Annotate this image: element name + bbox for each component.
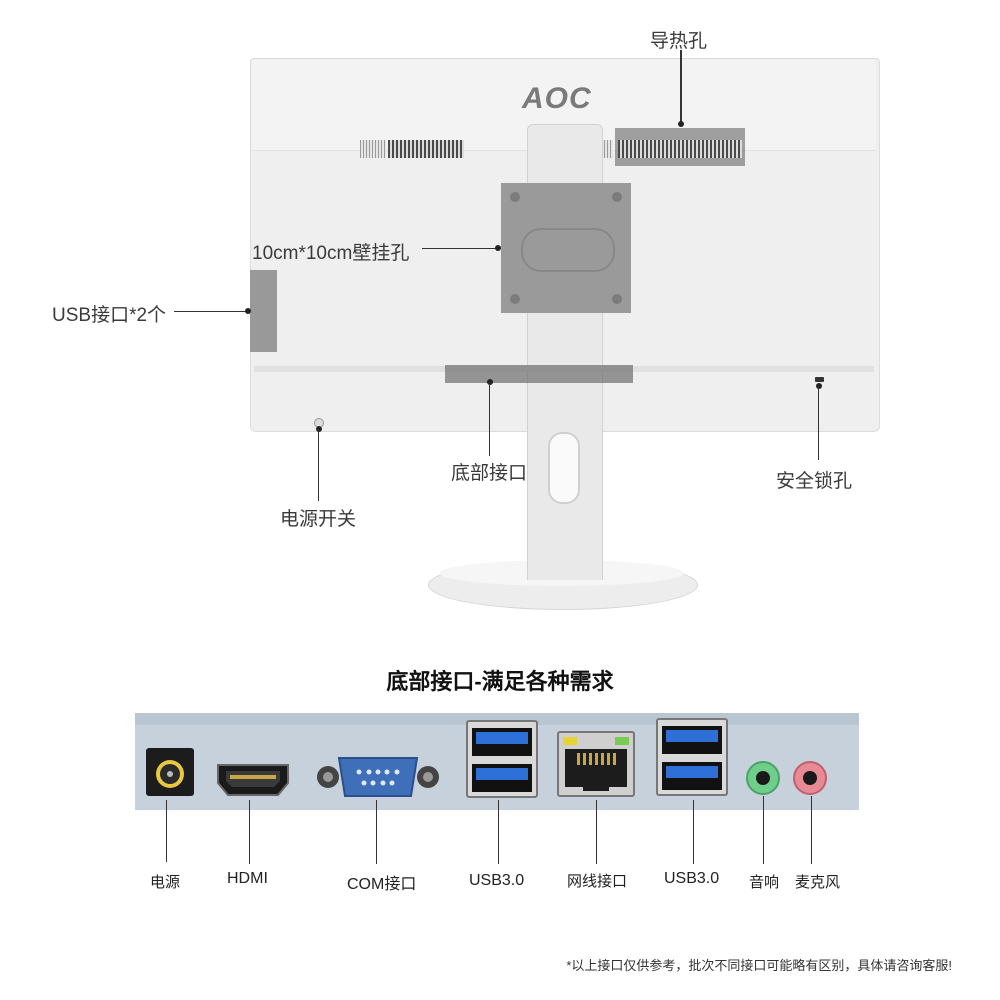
ethernet-port-icon <box>557 731 635 797</box>
leader-line-vent <box>680 50 682 124</box>
vent-grille-left-fine <box>360 140 386 158</box>
port-label-ethernet: 网线接口 <box>567 873 628 890</box>
bottom-ports-highlight <box>445 365 633 383</box>
label-power-switch: 电源开关 <box>280 509 357 530</box>
hdmi-port-icon <box>217 764 289 796</box>
leader-dot-power <box>316 426 322 432</box>
serial-port-icon <box>317 757 439 797</box>
leader-line-usb-side <box>174 311 248 312</box>
leader-dot-bottom-ports <box>487 379 493 385</box>
vesa-screw-hole <box>510 294 520 304</box>
leader-line-port <box>811 796 812 864</box>
vesa-mount-plate <box>501 183 631 313</box>
label-bottom-ports: 底部接口 <box>451 463 528 484</box>
leader-dot-lock <box>816 383 822 389</box>
port-label-mic: 麦克风 <box>795 874 841 891</box>
leader-line-port <box>498 800 499 864</box>
leader-dot-vesa <box>495 245 501 251</box>
leader-line-bottom-ports <box>489 382 490 456</box>
vesa-ring <box>521 228 615 272</box>
port-label-hdmi: HDMI <box>227 870 268 887</box>
vesa-screw-hole <box>612 294 622 304</box>
leader-dot-usb-side <box>245 308 251 314</box>
ports-panel-title: 底部接口-满足各种需求 <box>386 669 614 694</box>
cable-management-hole <box>548 432 580 504</box>
security-lock-slot <box>815 377 824 382</box>
vesa-screw-hole <box>510 192 520 202</box>
leader-line-port <box>166 800 167 862</box>
port-label-usb3-left: USB3.0 <box>469 872 525 889</box>
footnote: *以上接口仅供参考，批次不同接口可能略有区别，具体请咨询客服! <box>566 958 952 973</box>
vesa-screw-hole <box>612 192 622 202</box>
label-usb-side: USB接口*2个 <box>52 305 167 326</box>
vent-grille-left <box>388 140 464 158</box>
leader-line-power <box>318 429 319 501</box>
port-label-power: 电源 <box>150 874 181 891</box>
leader-line-port <box>596 800 597 864</box>
label-vent: 导热孔 <box>650 31 708 52</box>
leader-line-port <box>249 800 250 864</box>
audio-out-jack-icon <box>746 761 780 795</box>
brand-logo: AOC <box>522 82 592 115</box>
leader-line-port <box>693 800 694 864</box>
usb3-port-icon <box>466 720 538 798</box>
label-vesa: 10cm*10cm壁挂孔 <box>252 243 410 264</box>
port-label-com: COM接口 <box>347 876 417 893</box>
port-label-usb3-right: USB3.0 <box>664 870 720 887</box>
usb3-port-icon <box>656 718 728 796</box>
leader-line-vesa <box>422 248 498 249</box>
leader-line-lock <box>818 386 819 460</box>
port-label-audio: 音响 <box>749 874 780 891</box>
leader-dot-vent <box>678 121 684 127</box>
dc-power-jack-icon <box>146 748 194 796</box>
mic-jack-icon <box>793 761 827 795</box>
stand-neck-foot <box>527 560 603 580</box>
side-usb-ports <box>250 270 277 352</box>
leader-line-port <box>376 800 377 864</box>
vent-grille-right-fine <box>601 140 613 158</box>
label-security-lock: 安全锁孔 <box>776 471 853 492</box>
leader-line-port <box>763 796 764 864</box>
vent-grille-right <box>618 140 742 158</box>
